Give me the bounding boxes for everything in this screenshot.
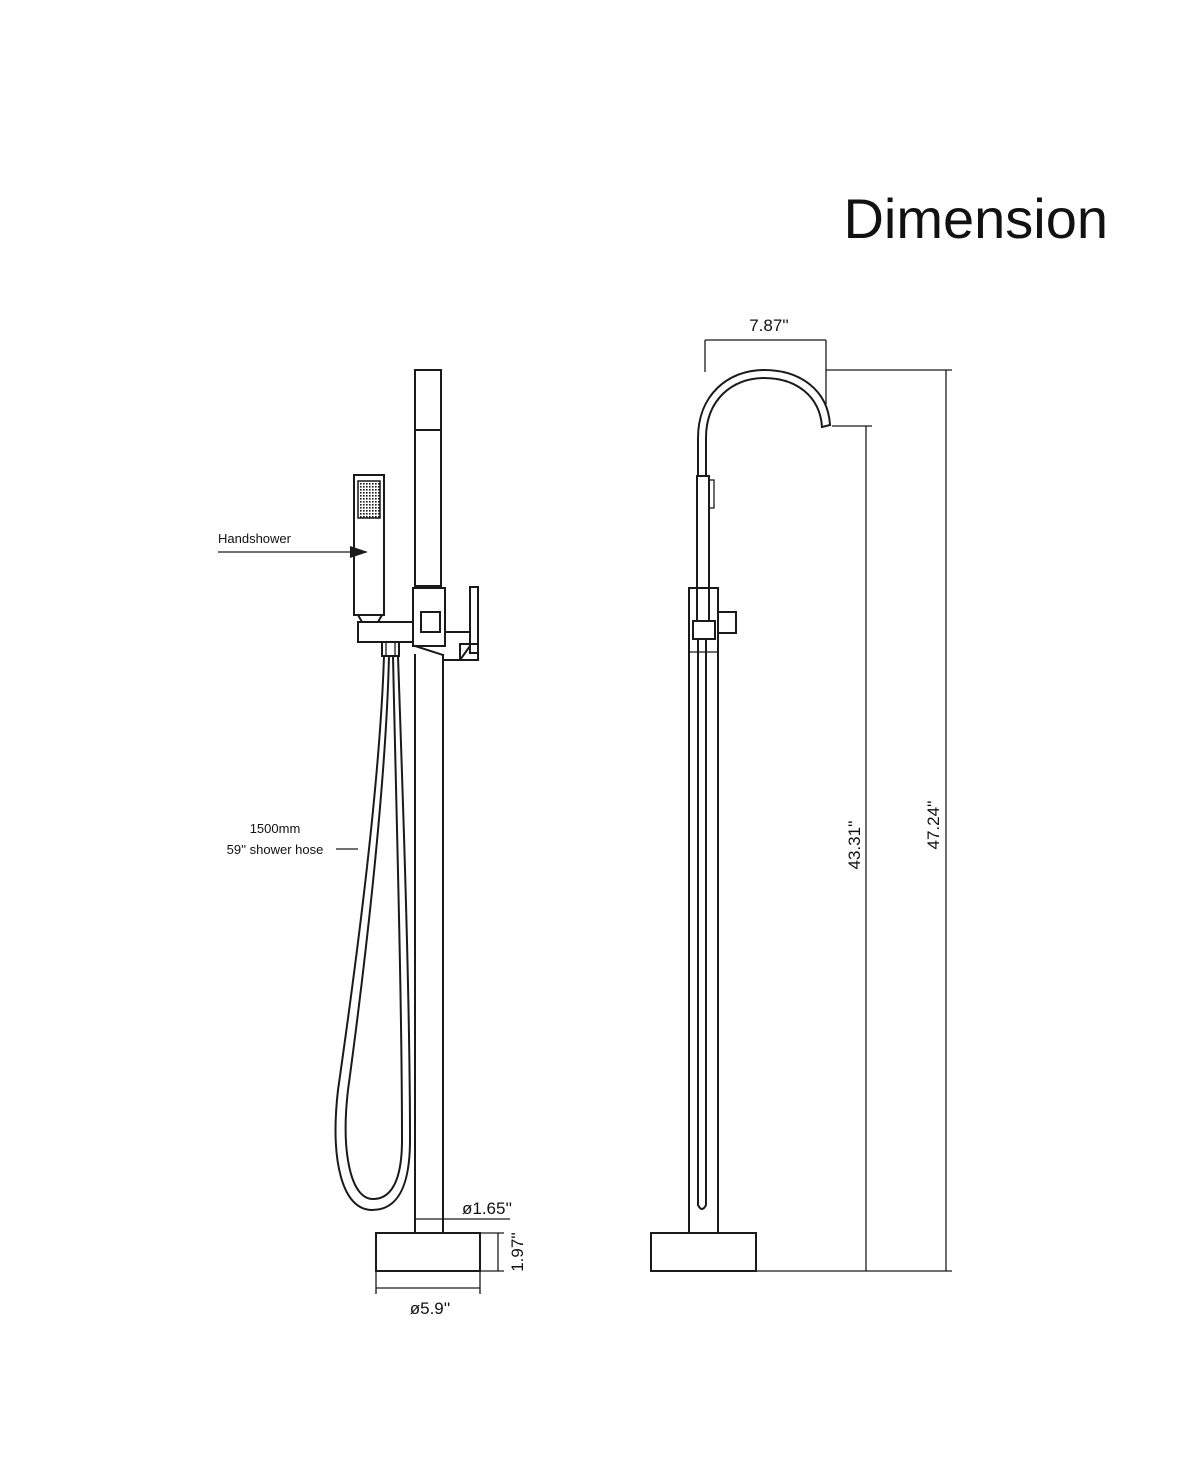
total-height-dimension: 47.24'': [756, 369, 952, 1272]
base-diameter-dimension: ø5.9'': [375, 1271, 481, 1318]
side-hose: [697, 638, 707, 1210]
pipe-diameter-dimension: ø1.65'': [415, 1199, 512, 1220]
front-hose-connector: [381, 641, 400, 657]
spout-reach-dimension: 7.87'': [704, 316, 827, 405]
side-base: [650, 1232, 757, 1272]
spout-height-dimension: 43.31'': [832, 425, 872, 1271]
spout-reach-label: 7.87'': [749, 316, 789, 335]
base-height-dimension: 1.97'': [480, 1232, 527, 1272]
side-view: 7.87'' 43.31'' 47.24'': [650, 316, 952, 1272]
base-diameter-label: ø5.9'': [410, 1299, 451, 1318]
front-base: [375, 1232, 481, 1272]
spout-height-label: 43.31'': [845, 820, 864, 869]
front-pipe: [414, 654, 444, 1234]
front-view: Handshower 1500mm 59'' shower hose ø1.65…: [218, 369, 527, 1318]
pipe-diameter-label: ø1.65'': [462, 1199, 512, 1218]
front-mixer-body: [412, 587, 446, 657]
front-lever-handle: [444, 586, 479, 661]
base-height-label: 1.97'': [508, 1232, 527, 1272]
handshower-callout: Handshower: [218, 531, 368, 558]
hose-length-in-label: 59'' shower hose: [227, 842, 324, 857]
hose-length-mm-label: 1500mm: [250, 821, 301, 836]
side-body: [688, 587, 737, 1234]
hose-callout: 1500mm 59'' shower hose: [227, 821, 358, 857]
front-handshower: [353, 474, 414, 643]
total-height-label: 47.24'': [924, 800, 943, 849]
handshower-label: Handshower: [218, 531, 292, 546]
front-shower-hose: [334, 654, 412, 1212]
page-title: Dimension: [843, 187, 1108, 250]
side-gooseneck-spout: [697, 368, 832, 477]
side-holder-tube: [696, 475, 715, 622]
front-holder-tube: [414, 369, 442, 587]
